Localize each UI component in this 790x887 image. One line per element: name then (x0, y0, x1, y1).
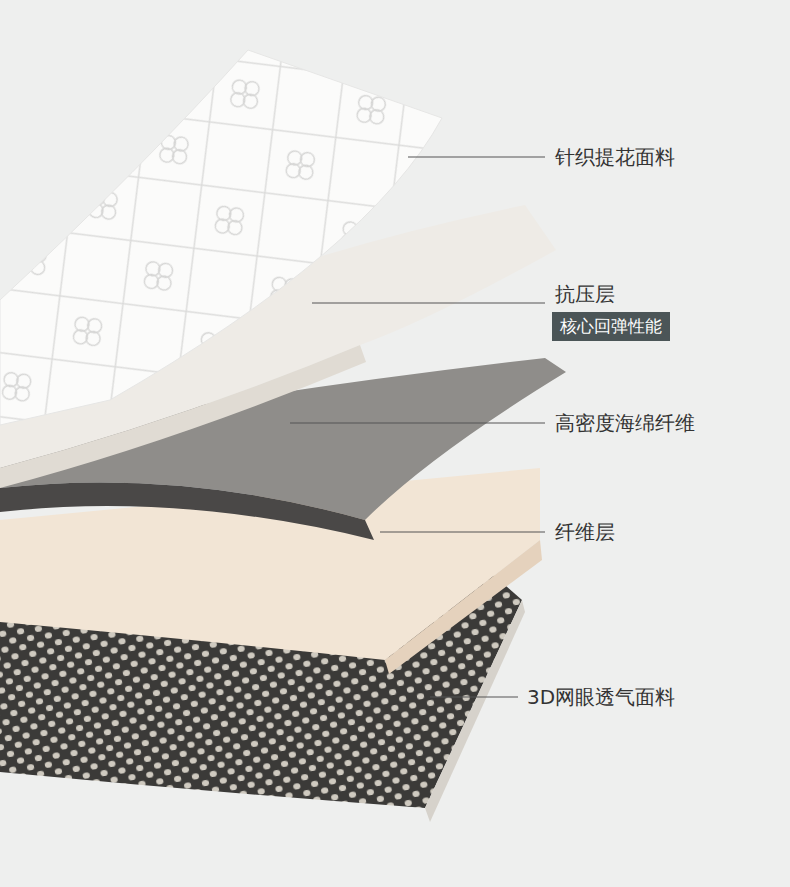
part-label: 抗压层 (555, 282, 615, 306)
fabric-layer (0, 50, 442, 425)
leader-line (408, 156, 545, 157)
part-label: 纤维层 (555, 520, 615, 544)
fibre-edge (385, 540, 542, 674)
sponge-edge (0, 482, 374, 540)
part-label: 3D网眼透气面料 (527, 685, 675, 709)
leader-line (430, 696, 518, 697)
badge-text: 核心回弹性能 (560, 316, 662, 336)
leader-line (380, 531, 545, 532)
leader-line (312, 302, 545, 303)
part-label: 针织提花面料 (555, 145, 675, 169)
feature-badge: 核心回弹性能 (552, 312, 670, 341)
leader-line (290, 422, 545, 423)
part-label: 高密度海绵纤维 (555, 411, 695, 435)
